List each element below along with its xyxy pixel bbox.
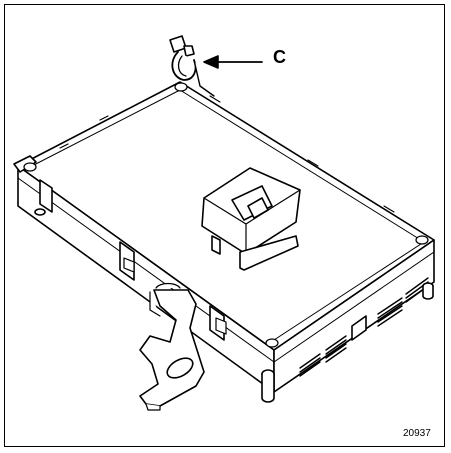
corner-bosses — [23, 82, 429, 348]
callout-arrow — [203, 55, 263, 69]
mounting-bracket — [139, 282, 205, 411]
housing-left-side — [13, 155, 275, 393]
housing-right-side — [273, 239, 435, 393]
top-face-ribs — [59, 95, 395, 213]
central-connector-bracket — [201, 167, 301, 271]
figure-number: 20937 — [403, 428, 431, 439]
callout-label-c: C — [273, 47, 286, 67]
housing-feet — [34, 208, 434, 403]
wire-clip-c — [169, 35, 215, 97]
edge-clips — [123, 257, 227, 335]
